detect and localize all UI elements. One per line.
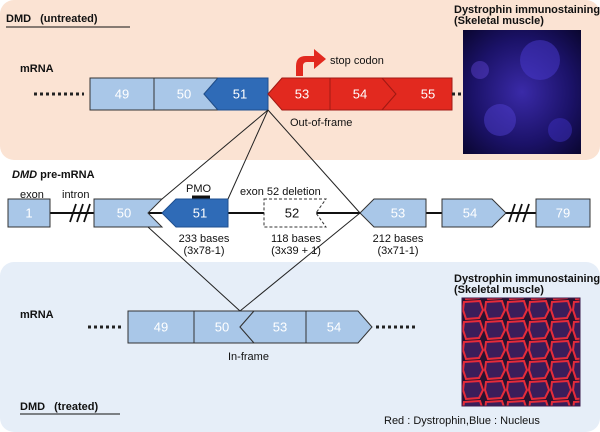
premrna-exon-52-deleted: 52 <box>263 198 327 228</box>
exon53-bases: 212 bases <box>373 233 424 245</box>
exon-label: 50 <box>215 319 229 334</box>
intron-break-right-icon <box>508 203 530 223</box>
treated-stain-title-1: Dystrophin immunostaining <box>454 273 600 285</box>
treated-title: DMD (treated) <box>20 401 98 413</box>
exon-label: 1 <box>25 205 32 220</box>
treated-panel-background <box>0 262 600 432</box>
treated-stain-title-2: (Skeletal muscle) <box>454 284 544 296</box>
treated-exon-54: 54 <box>305 310 373 344</box>
in-frame-label: In-frame <box>228 351 269 363</box>
untreated-title-state: (untreated) <box>40 13 98 25</box>
exon-label: 55 <box>421 86 435 101</box>
exon-label: 54 <box>353 86 367 101</box>
stain-color-legend: Red : Dystrophin,Blue : Nucleus <box>384 415 540 427</box>
exon-label: 54 <box>327 319 341 334</box>
untreated-exon-51: 51 <box>203 77 269 111</box>
treated-mrna-label: mRNA <box>20 309 54 321</box>
exon-label: 53 <box>273 319 287 334</box>
treated-title-state: (treated) <box>54 401 98 413</box>
stop-codon-label: stop codon <box>330 55 384 67</box>
premrna-exon-1: 1 <box>7 198 51 228</box>
exon-label: 54 <box>463 205 477 220</box>
exon51-bases-formula: (3x78-1) <box>184 245 225 257</box>
premrna-exon-51: 51 <box>161 198 229 228</box>
premrna-exon-79: 79 <box>535 198 591 228</box>
exon52-bases: 118 bases <box>271 233 321 245</box>
untreated-stain-title-2: (Skeletal muscle) <box>454 15 544 27</box>
exon-label: 53 <box>391 205 405 220</box>
untreated-exon-49: 49 <box>89 77 155 111</box>
treated-stain-image <box>461 297 581 407</box>
premrna-exon-50: 50 <box>93 198 164 228</box>
premrna-exon-53: 53 <box>359 198 427 228</box>
exon-label: 50 <box>177 86 191 101</box>
exon-label: 53 <box>295 86 309 101</box>
untreated-title: DMD (untreated) <box>6 13 98 25</box>
untreated-stain-image <box>463 30 581 154</box>
treated-exon-53: 53 <box>239 310 307 344</box>
exon-label: 50 <box>117 205 131 220</box>
exon-label: 52 <box>285 205 299 220</box>
untreated-title-gene: DMD <box>6 13 31 25</box>
intron-legend-label: intron <box>62 189 90 201</box>
out-of-frame-label: Out-of-frame <box>290 117 352 129</box>
intron-break-left-icon <box>69 203 91 223</box>
premrna-title-gene: DMD <box>12 169 37 181</box>
premrna-exon-54: 54 <box>441 198 507 228</box>
stop-codon-arrow-icon <box>296 49 326 76</box>
treated-exon-49: 49 <box>127 310 195 344</box>
exon-label: 51 <box>233 86 247 101</box>
untreated-exon-53: 53 <box>267 77 331 111</box>
exon-label: 79 <box>556 205 570 220</box>
premrna-title: DMD pre-mRNA <box>12 169 95 181</box>
exon-label: 49 <box>154 319 168 334</box>
pmo-label: PMO <box>186 183 212 195</box>
exon53-bases-formula: (3x71-1) <box>378 245 419 257</box>
splicing-connector-lines <box>147 109 361 312</box>
untreated-mrna-label: mRNA <box>20 63 54 75</box>
exon52-deletion-label: exon 52 deletion <box>240 186 321 198</box>
untreated-exon-54: 54 <box>329 77 397 111</box>
exon-legend-label: exon <box>20 189 44 201</box>
exon-label: 49 <box>115 86 129 101</box>
exon51-bases: 233 bases <box>179 233 230 245</box>
premrna-title-rest: pre-mRNA <box>37 169 95 181</box>
untreated-exon-55: 55 <box>380 77 453 111</box>
untreated-stain-title-1: Dystrophin immunostaining <box>454 4 600 16</box>
exon-label: 51 <box>193 205 207 220</box>
treated-title-gene: DMD <box>20 401 45 413</box>
exon52-bases-formula: (3x39 + 1) <box>271 245 321 257</box>
